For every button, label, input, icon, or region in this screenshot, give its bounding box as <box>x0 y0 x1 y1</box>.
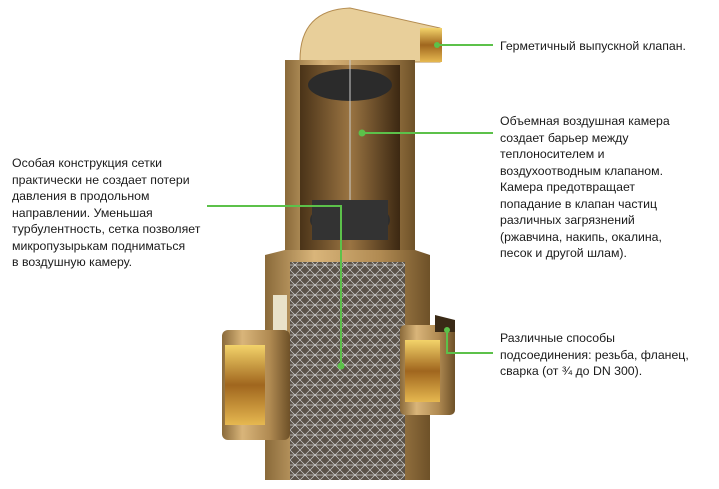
callout-connections: Различные способы подсоединения: резьба,… <box>500 331 689 378</box>
leader-dot <box>337 362 345 370</box>
mesh-element <box>290 262 405 480</box>
leader-dot <box>444 327 450 333</box>
leader-dot <box>434 42 440 48</box>
leader-dot <box>358 129 366 137</box>
leader-mesh <box>207 205 342 366</box>
leader-lines <box>207 44 493 366</box>
outlet-valve-thread <box>420 28 442 62</box>
left-connection-thread <box>225 345 265 425</box>
separator-body <box>222 7 455 480</box>
leader-dots <box>337 42 450 370</box>
right-connection-thread <box>405 340 440 402</box>
leader-connections <box>446 330 493 354</box>
right-connection-cap <box>435 315 455 332</box>
callout-outlet-valve: Герметичный выпускной клапан. <box>500 39 686 53</box>
callout-mesh: Особая конструкция сетки практически не … <box>12 156 201 269</box>
callout-air-chamber: Объемная воздушная камера создает барьер… <box>500 114 670 260</box>
